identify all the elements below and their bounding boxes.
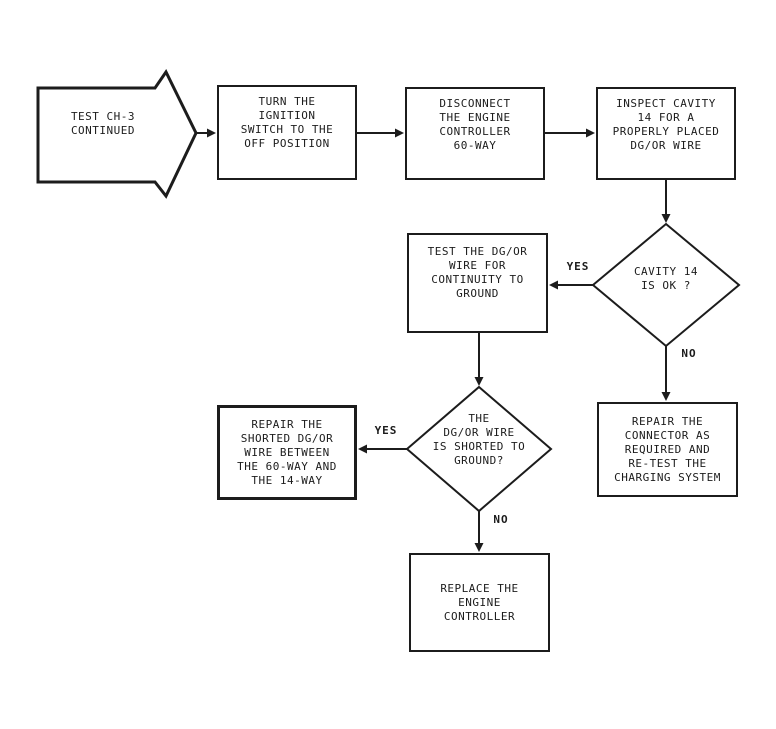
- edge-label-wire-shorted-yes: YES: [374, 424, 398, 437]
- arrowhead-cavity-ok-yes: [549, 280, 558, 290]
- arrowhead-inspect-to-cavity-ok: [661, 214, 671, 223]
- node-repair-wire: REPAIR THE SHORTED DG/OR WIRE BETWEEN TH…: [217, 405, 357, 500]
- start-offpage-arrow-shape: [36, 69, 198, 199]
- arrowhead-wire-shorted-no: [474, 543, 484, 552]
- node-replace-controller: REPLACE THE ENGINE CONTROLLER: [409, 553, 550, 652]
- arrowhead-start-to-ignition: [207, 128, 216, 138]
- edge-label-cavity-ok-yes: YES: [566, 260, 590, 273]
- node-inspect-cavity: INSPECT CAVITY 14 FOR A PROPERLY PLACED …: [596, 87, 736, 180]
- node-start-label: TEST CH-3 CONTINUED: [70, 110, 136, 137]
- node-repair-connector: REPAIR THE CONNECTOR AS REQUIRED AND RE-…: [597, 402, 738, 497]
- arrowhead-wire-shorted-yes: [358, 444, 367, 454]
- arrowhead-disconnect-to-inspect: [586, 128, 595, 138]
- edge-label-wire-shorted-no: NO: [493, 513, 509, 526]
- node-wire-shorted-label: THE DG/OR WIRE IS SHORTED TO GROUND?: [432, 412, 526, 467]
- node-cavity-ok-label: CAVITY 14 IS OK ?: [633, 265, 699, 292]
- arrowhead-test-to-wire-shorted: [474, 377, 484, 386]
- node-test-continuity: TEST THE DG/OR WIRE FOR CONTINUITY TO GR…: [407, 233, 548, 333]
- node-turn-ignition-off: TURN THE IGNITION SWITCH TO THE OFF POSI…: [217, 85, 357, 180]
- edge-label-cavity-ok-no: NO: [681, 347, 697, 360]
- node-disconnect-controller: DISCONNECT THE ENGINE CONTROLLER 60-WAY: [405, 87, 545, 180]
- arrowhead-cavity-ok-no: [661, 392, 671, 401]
- arrowhead-ignition-to-disconnect: [395, 128, 404, 138]
